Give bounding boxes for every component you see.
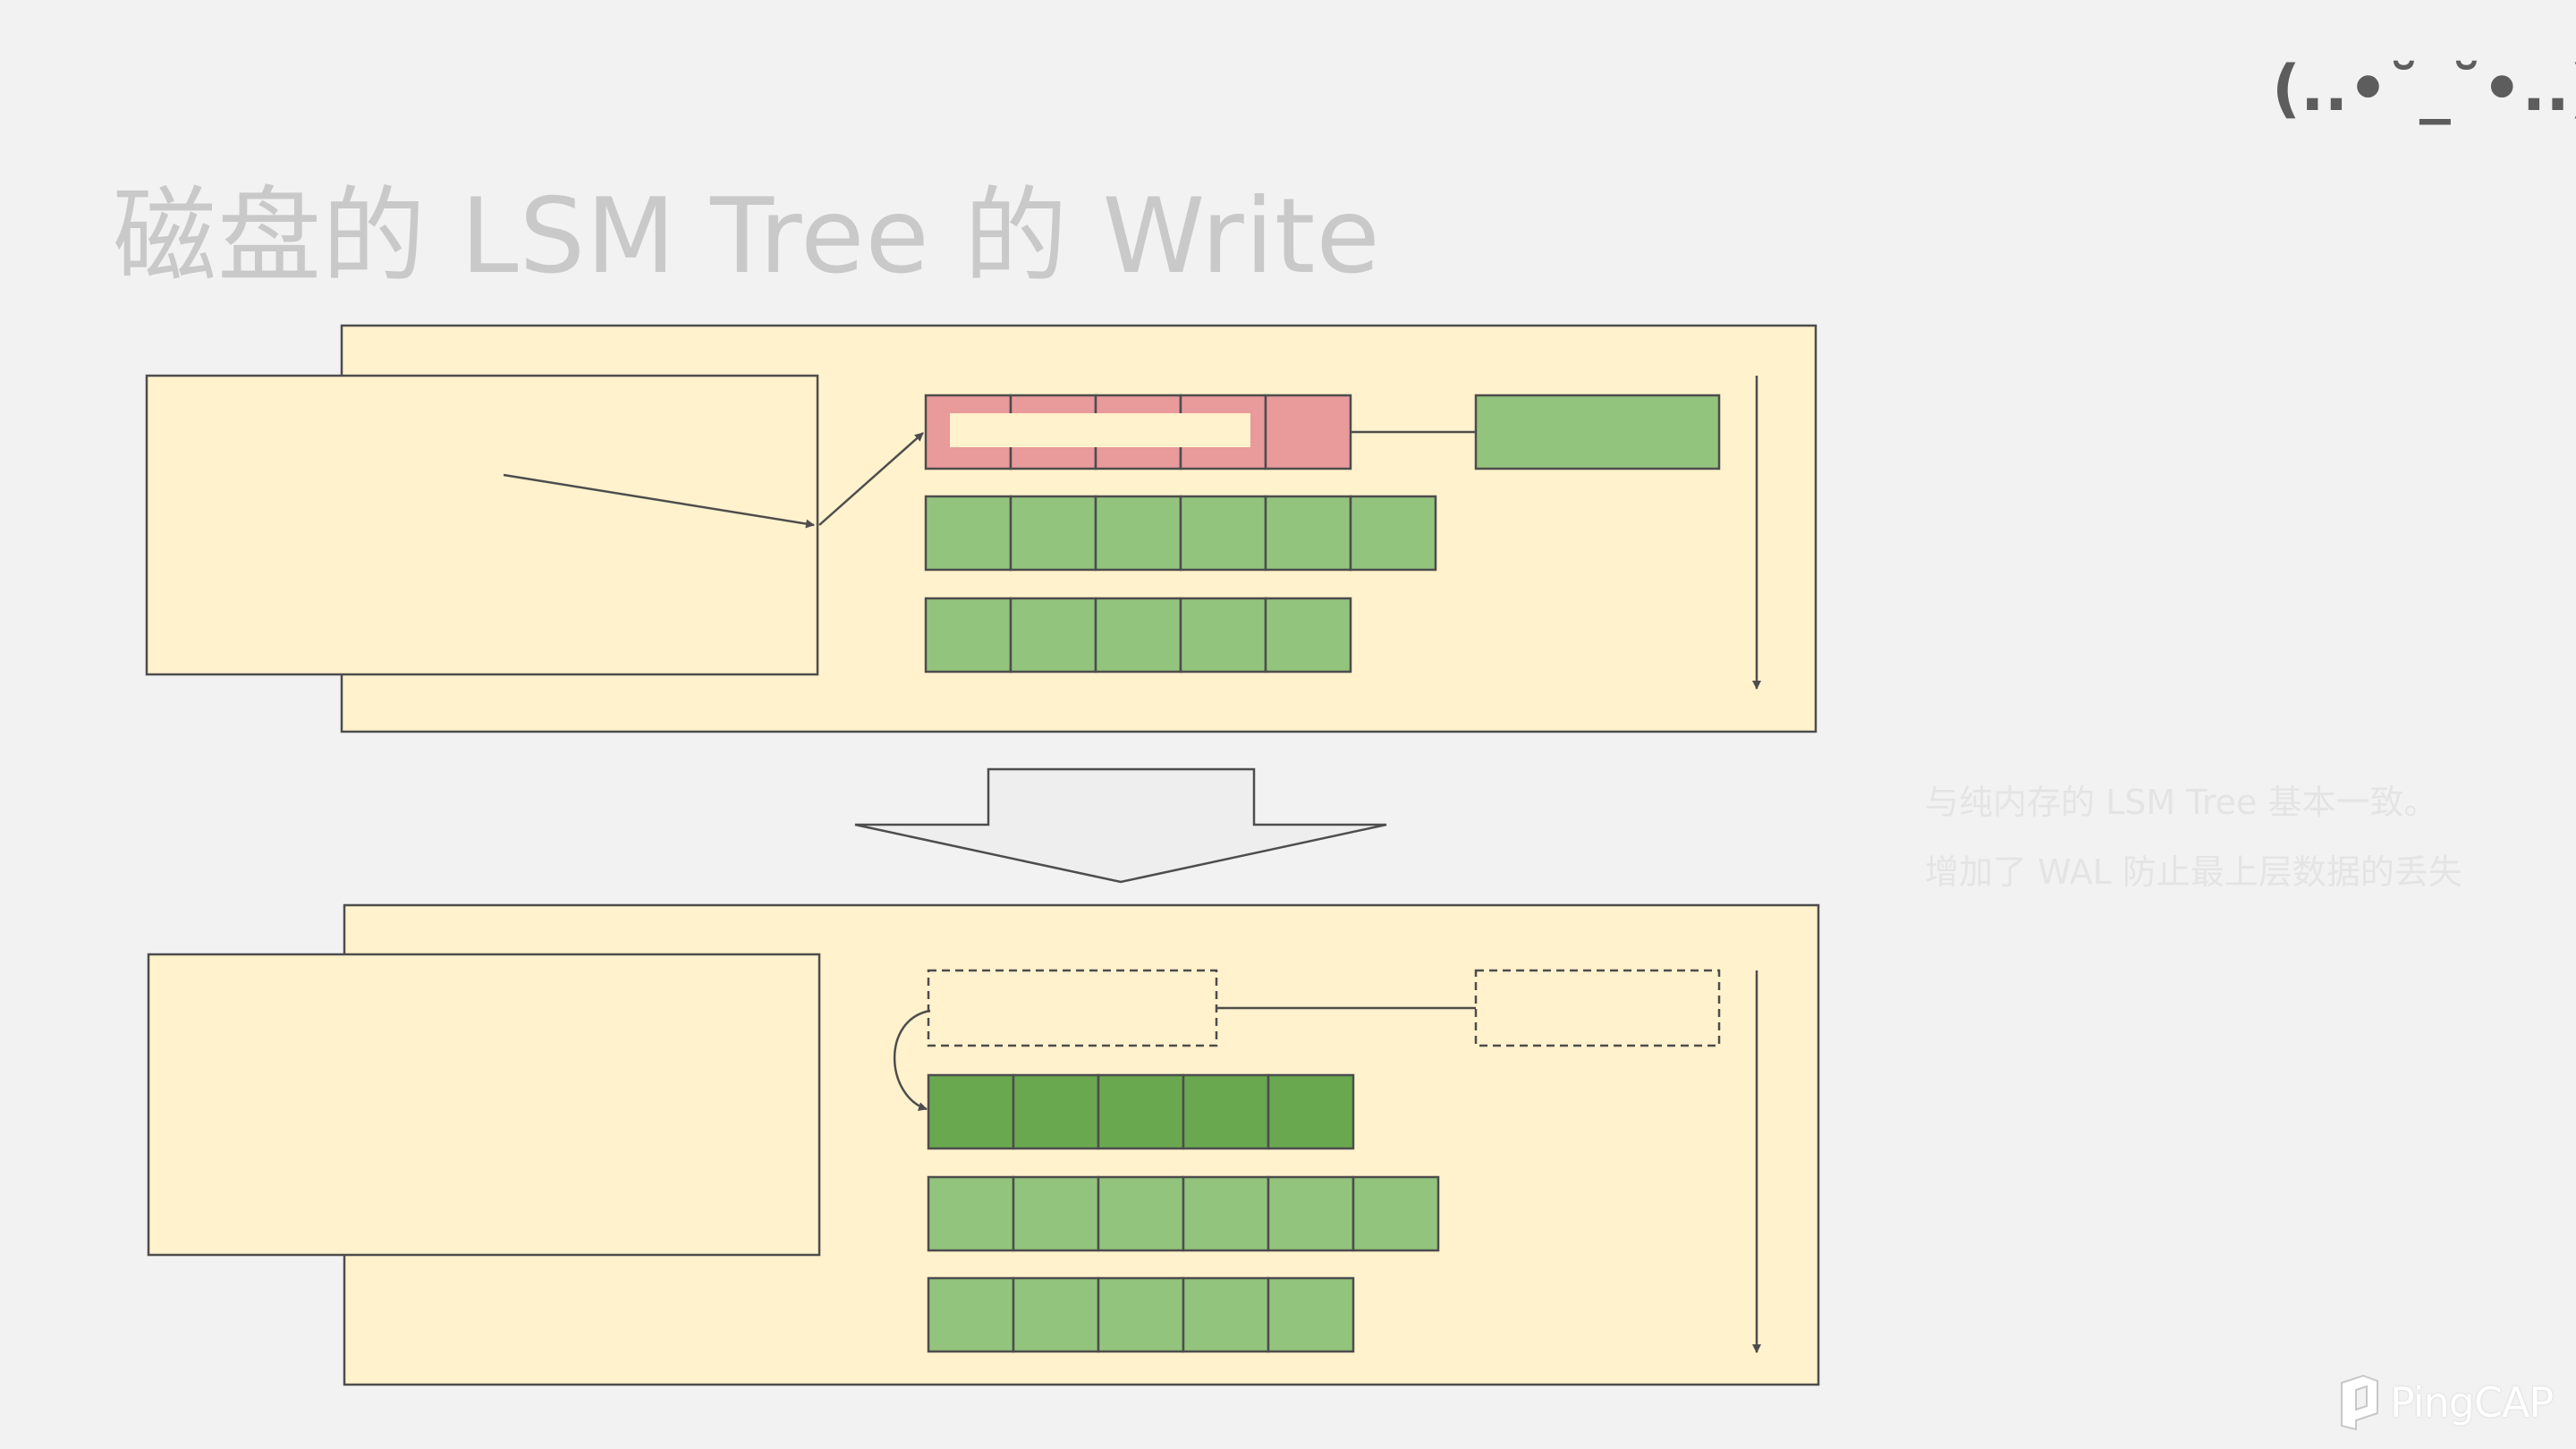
level-block <box>1094 495 1182 572</box>
note-line-2: 增加了 WAL 防止最上层数据的丢失 <box>1925 852 2462 892</box>
flushed-level-block <box>1182 1073 1270 1150</box>
before-level-1 <box>924 495 1437 572</box>
write-buffer-block <box>1264 394 1352 470</box>
after-level-2 <box>927 1276 1355 1353</box>
level-block <box>1179 495 1267 572</box>
before-state-group <box>145 324 1818 733</box>
before-level-2 <box>924 597 1352 674</box>
level-block <box>1349 495 1437 572</box>
pingcap-logo-icon <box>2341 1374 2378 1431</box>
flushed-level-block <box>927 1073 1015 1150</box>
level-block <box>1097 1175 1185 1252</box>
level-block <box>1264 597 1352 674</box>
before-memory-panel <box>145 374 819 676</box>
level-block <box>924 597 1013 674</box>
flushed-level-block <box>1267 1073 1355 1150</box>
level-block <box>1267 1276 1355 1353</box>
slide-title: 磁盘的 LSM Tree 的 Write <box>113 176 1381 297</box>
level-block <box>1179 597 1267 674</box>
after-state-group <box>147 903 1820 1386</box>
before-write-arrow <box>503 473 815 529</box>
transition-down-arrow <box>854 767 1387 884</box>
level-block <box>1009 495 1097 572</box>
level-block <box>924 495 1013 572</box>
level-block <box>1182 1276 1270 1353</box>
after-flush-arrow <box>893 1009 931 1111</box>
after-flushed-level <box>927 1073 1355 1150</box>
level-block <box>927 1276 1015 1353</box>
write-buffer-highlight-bar <box>950 413 1250 447</box>
level-block <box>1352 1175 1440 1252</box>
level-block <box>1264 495 1352 572</box>
level-block <box>1009 597 1097 674</box>
emoticon-text: (..•˘_˘•..) <box>2272 52 2576 125</box>
level-block <box>1012 1276 1100 1353</box>
level-block <box>1182 1175 1270 1252</box>
after-memory-panel <box>147 953 821 1257</box>
before-write-buffer-row <box>924 394 1352 470</box>
flushed-level-block <box>1012 1073 1100 1150</box>
after-empty-detached-block <box>1474 969 1721 1047</box>
level-block <box>1097 1276 1185 1353</box>
level-block <box>1267 1175 1355 1252</box>
level-block <box>1094 597 1182 674</box>
after-level-1 <box>927 1175 1440 1252</box>
before-append-arrow <box>818 432 924 526</box>
logo-text: PingCAP <box>2390 1378 2554 1427</box>
note-line-1: 与纯内存的 LSM Tree 基本一致。 <box>1925 783 2438 822</box>
pingcap-logo: PingCAP <box>2336 1374 2554 1431</box>
level-block <box>927 1175 1015 1252</box>
level-block <box>1012 1175 1100 1252</box>
before-detached-block <box>1474 394 1721 470</box>
flushed-level-block <box>1097 1073 1185 1150</box>
